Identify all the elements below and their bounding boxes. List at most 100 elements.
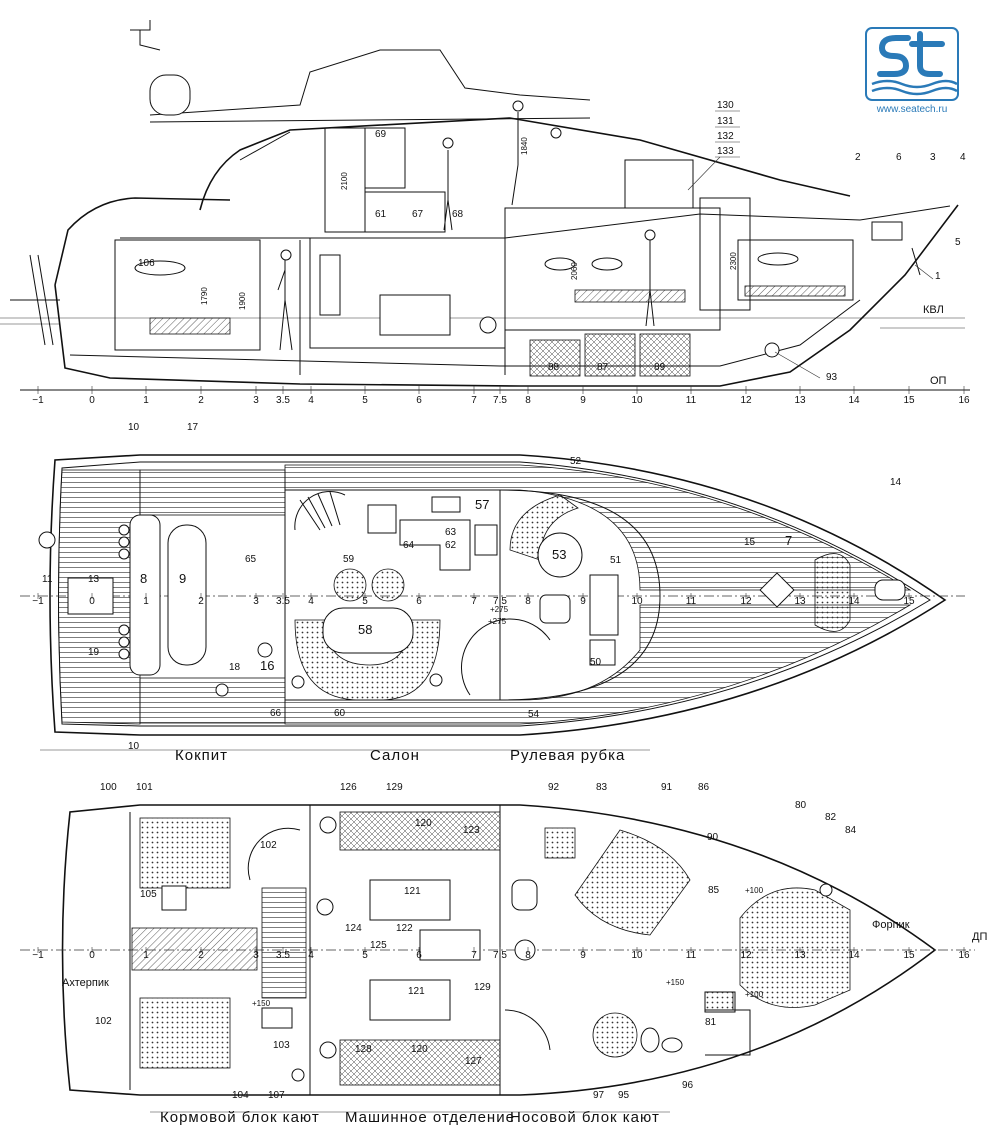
ref-69: 69	[375, 129, 387, 140]
ref-102-top: 102	[260, 840, 277, 851]
dim-150-b: +150	[666, 978, 685, 987]
station-label: 14	[848, 395, 860, 406]
dim-100-b: +100	[745, 990, 764, 999]
station-label: 11	[686, 596, 697, 607]
station-label: 13	[794, 596, 806, 607]
station-label: 3.5	[276, 950, 290, 961]
ref-84: 84	[845, 825, 857, 836]
dim-2100: 2100	[340, 172, 349, 190]
station-label: 6	[416, 596, 422, 607]
station-label: 0	[89, 395, 95, 406]
ref-67: 67	[412, 209, 424, 220]
station-label: 1	[143, 950, 149, 961]
ref-133: 133	[717, 146, 734, 157]
station-label: 11	[686, 395, 697, 406]
ref-105: 105	[140, 889, 157, 900]
ref-126: 126	[340, 782, 357, 793]
station-label: 9	[580, 395, 586, 406]
ref-101: 101	[136, 782, 153, 793]
ref-93: 93	[826, 372, 838, 383]
ref-59: 59	[343, 554, 355, 565]
station-label: 3	[253, 596, 259, 607]
station-label: 4	[308, 596, 314, 607]
ref-5: 5	[955, 237, 961, 248]
ref-127: 127	[465, 1056, 482, 1067]
station-label: 14	[848, 950, 860, 961]
dim-2300: 2300	[729, 252, 738, 270]
ref-85: 85	[708, 885, 720, 896]
aft-peak-label: Ахтерпик	[62, 977, 109, 989]
section-engine-room: Машинное отделение	[345, 1109, 515, 1126]
ref-100: 100	[100, 782, 117, 793]
ref-63: 63	[445, 527, 457, 538]
ref-4: 4	[960, 152, 966, 163]
station-label: 8	[525, 596, 531, 607]
ref-131: 131	[717, 116, 734, 127]
ref-120-bottom: 120	[411, 1044, 428, 1055]
station-label: 5	[362, 395, 368, 406]
ref-16: 16	[260, 658, 274, 673]
station-label: 8	[525, 395, 531, 406]
ref-11: 11	[42, 574, 53, 585]
section-saloon: Салон	[370, 747, 420, 764]
ref-125: 125	[370, 940, 387, 951]
ref-123: 123	[463, 825, 480, 836]
ref-89: 89	[654, 362, 666, 373]
station-label: 7.5	[493, 596, 507, 607]
ref-120-top: 120	[415, 818, 432, 829]
ref-128: 128	[355, 1044, 372, 1055]
ref-132: 132	[717, 131, 734, 142]
dim-275-b: +275	[488, 617, 507, 626]
station-label: 15	[903, 395, 915, 406]
ref-9: 9	[179, 571, 186, 586]
station-label: 5	[362, 950, 368, 961]
station-label: 5	[362, 596, 368, 607]
station-label: 7	[471, 950, 477, 961]
station-label: 3.5	[276, 596, 290, 607]
ref-19: 19	[88, 647, 100, 658]
ref-60: 60	[334, 708, 346, 719]
logo-url[interactable]: www.seatech.ru	[876, 104, 948, 115]
section-aft-cabins: Кормовой блок кают	[160, 1109, 320, 1126]
station-label: 4	[308, 395, 314, 406]
station-label: 2	[198, 395, 204, 406]
waterline-label: КВЛ	[923, 304, 944, 316]
station-label: 12	[740, 596, 752, 607]
ref-18: 18	[229, 662, 241, 673]
ref-54: 54	[528, 709, 540, 720]
station-label: 6	[416, 950, 422, 961]
ref-65: 65	[245, 554, 257, 565]
ref-130: 130	[717, 100, 734, 111]
ref-1: 1	[935, 271, 941, 282]
station-label: −1	[32, 950, 44, 961]
station-label: 13	[794, 395, 806, 406]
station-label: 9	[580, 950, 586, 961]
ref-106: 106	[138, 258, 155, 269]
ref-96: 96	[682, 1080, 694, 1091]
centerline-label: ДП	[972, 931, 987, 943]
ref-68: 68	[452, 209, 464, 220]
station-label: 1	[143, 395, 149, 406]
station-label: −1	[32, 596, 44, 607]
station-label: 6	[416, 395, 422, 406]
ref-50: 50	[590, 657, 602, 668]
dim-275-a: +275	[490, 605, 509, 614]
station-label: 7	[471, 395, 477, 406]
station-label: −1	[32, 395, 44, 406]
ref-129-top: 129	[386, 782, 403, 793]
ref-121-top: 121	[404, 886, 421, 897]
dim-1840: 1840	[520, 137, 529, 155]
ref-8: 8	[140, 571, 147, 586]
dim-100-a: +100	[745, 886, 764, 895]
station-label: 16	[958, 950, 970, 961]
station-label: 12	[740, 950, 752, 961]
ref-83: 83	[596, 782, 608, 793]
section-cockpit: Кокпит	[175, 747, 228, 764]
station-label: 1	[143, 596, 149, 607]
station-label: 13	[794, 950, 806, 961]
ref-6: 6	[896, 152, 902, 163]
